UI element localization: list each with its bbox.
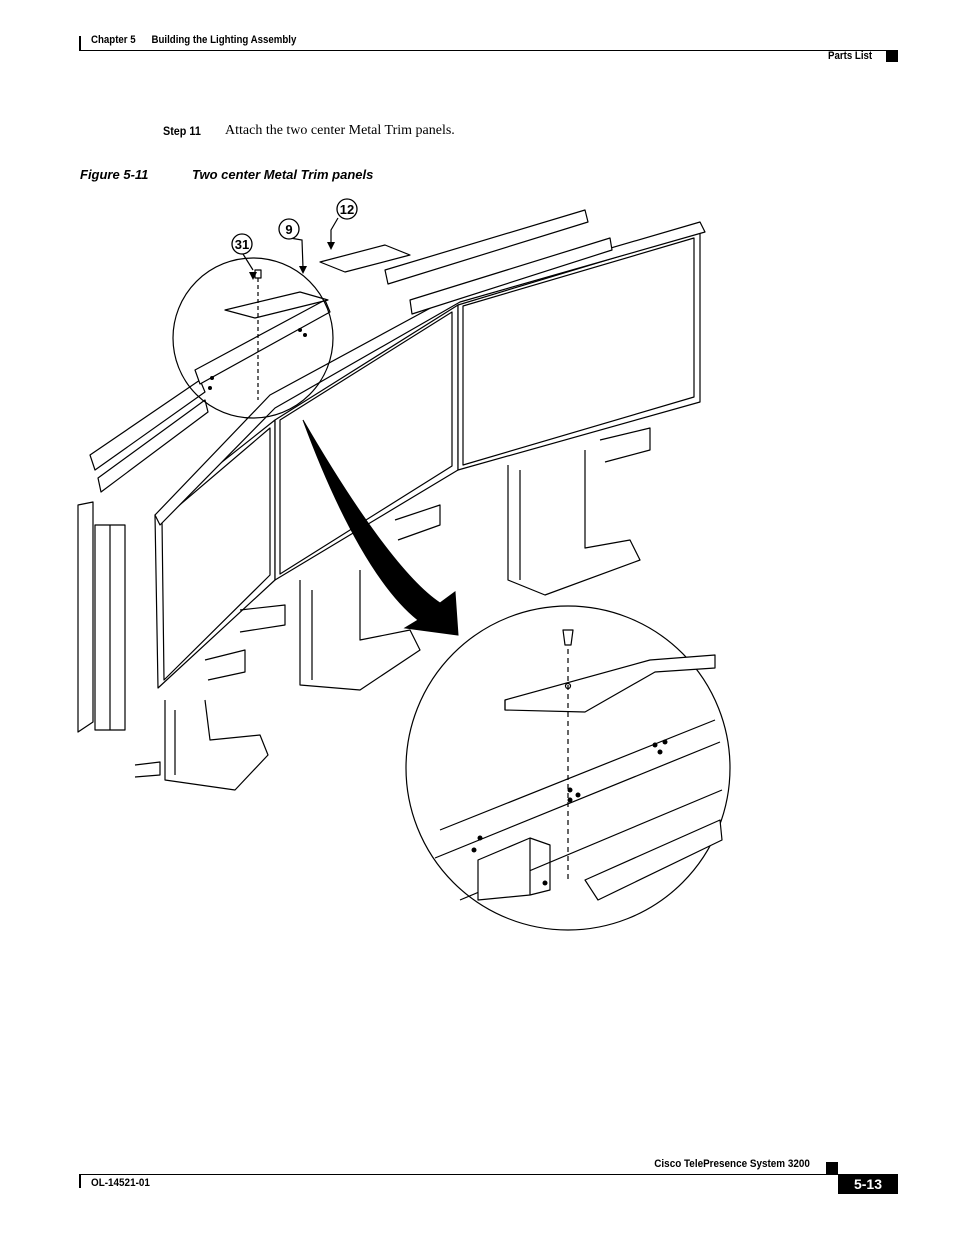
chapter-title: Building the Lighting Assembly: [151, 34, 297, 46]
header-rule: [79, 50, 897, 51]
footer-left-tick: [79, 1174, 81, 1188]
footer-marker: [826, 1162, 838, 1174]
callout-12: 12: [336, 198, 358, 220]
header-marker: [886, 50, 898, 62]
callout-12-label: 12: [340, 202, 354, 217]
chapter-number: Chapter 5: [91, 34, 136, 46]
callout-9-label: 9: [285, 222, 292, 237]
step-label: Step 11: [163, 124, 201, 138]
figure-number: Figure 5-11: [80, 167, 149, 182]
header-chapter: Chapter 5 Building the Lighting Assembly: [91, 34, 312, 46]
footer-product: Cisco TelePresence System 3200: [654, 1158, 810, 1170]
footer-page-number: 5-13: [838, 1175, 898, 1194]
header-left-tick: [79, 36, 81, 50]
detail-pointer-arrow: [302, 419, 459, 636]
callout-31: 31: [231, 233, 253, 255]
footer-rule: [79, 1174, 898, 1175]
callout-9: 9: [278, 218, 300, 240]
header-section: Parts List: [827, 50, 872, 62]
figure-title: Two center Metal Trim panels: [192, 167, 374, 182]
footer-doc-number: OL-14521-01: [91, 1177, 150, 1189]
callout-31-label: 31: [235, 237, 249, 252]
step-text: Attach the two center Metal Trim panels.: [225, 123, 455, 138]
